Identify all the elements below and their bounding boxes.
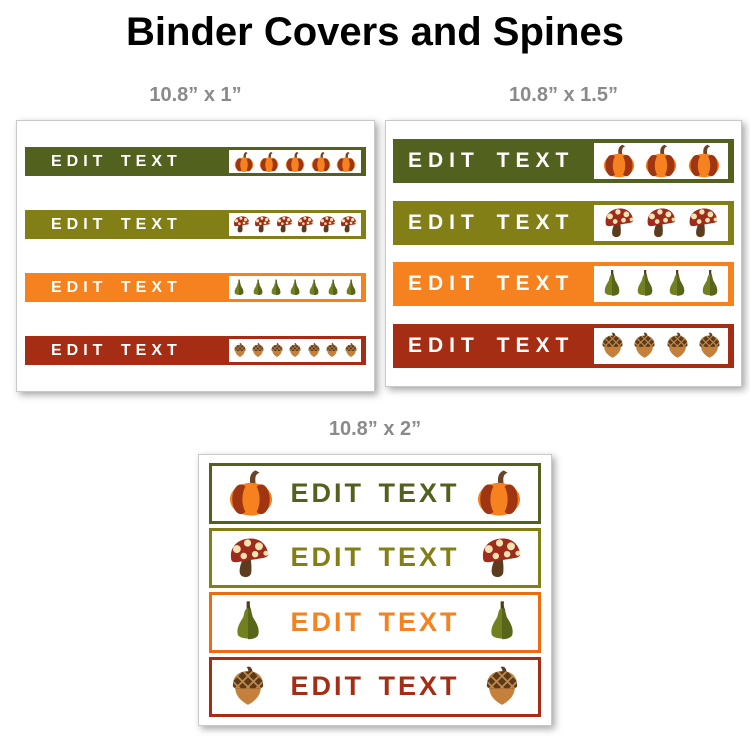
strip-edit-text[interactable]: EDIT TEXT	[51, 278, 182, 296]
pear-icon	[480, 597, 524, 647]
pear-icon	[662, 267, 692, 301]
icon-strip	[594, 266, 728, 303]
page-title: Binder Covers and Spines	[126, 10, 624, 54]
acorn-icon	[663, 331, 692, 361]
binder-strip-mushroom[interactable]: EDIT TEXT	[393, 200, 734, 245]
binder-strip-pear[interactable]: EDIT TEXT	[209, 592, 541, 653]
acorn-icon	[343, 342, 359, 359]
binder-strip-acorn[interactable]: EDIT TEXT	[209, 656, 541, 717]
acorn-icon	[232, 342, 248, 359]
strip-edit-text[interactable]: EDIT TEXT	[408, 210, 575, 234]
pumpkin-icon	[226, 468, 276, 518]
strip-edit-text[interactable]: EDIT TEXT	[290, 542, 460, 573]
acorn-icon	[250, 342, 266, 359]
strip-edit-text[interactable]: EDIT TEXT	[290, 671, 460, 702]
pumpkin-icon	[284, 151, 306, 173]
mushroom-icon	[339, 215, 358, 234]
pear-icon	[249, 278, 267, 298]
panel-size-label-2in: 10.8” x 2”	[328, 418, 422, 440]
pear-icon	[324, 278, 342, 298]
mushroom-icon	[644, 206, 678, 240]
icon-strip	[229, 339, 361, 362]
strip-edit-text[interactable]: EDIT TEXT	[290, 606, 460, 637]
icon-strip	[229, 276, 361, 299]
acorn-icon	[287, 342, 303, 359]
pumpkin-icon	[686, 143, 722, 179]
pumpkin-icon	[335, 151, 357, 173]
pumpkin-icon	[601, 143, 637, 179]
pumpkin-icon	[474, 468, 524, 518]
panel-size-label-1in: 10.8” x 1”	[149, 84, 242, 106]
panel-card-1in: EDIT TEXT EDIT TEXT EDIT TEXT EDIT TEXT	[16, 120, 375, 392]
binder-strip-pumpkin[interactable]: EDIT TEXT	[393, 139, 734, 183]
acorn-icon	[306, 342, 322, 359]
strip-edit-text[interactable]: EDIT TEXT	[51, 215, 182, 233]
pear-icon	[267, 278, 285, 298]
binder-strip-pear[interactable]: EDIT TEXT	[393, 262, 734, 307]
mushroom-icon	[318, 215, 337, 234]
mushroom-icon	[478, 535, 524, 581]
binder-strip-mushroom[interactable]: EDIT TEXT	[25, 210, 366, 239]
icon-strip	[229, 150, 361, 173]
panel-card-2in: EDIT TEXT EDIT TEXT EDIT TEXT EDIT TEXT	[198, 454, 552, 726]
acorn-icon	[598, 331, 627, 361]
pear-icon	[305, 278, 323, 298]
pear-icon	[342, 278, 360, 298]
mushroom-icon	[232, 215, 251, 234]
acorn-icon	[324, 342, 340, 359]
mushroom-icon	[275, 215, 294, 234]
pumpkin-icon	[258, 151, 280, 173]
acorn-icon	[269, 342, 285, 359]
binder-strip-pumpkin[interactable]: EDIT TEXT	[25, 147, 366, 176]
strip-edit-text[interactable]: EDIT TEXT	[408, 149, 575, 172]
pumpkin-icon	[643, 143, 679, 179]
strip-edit-text[interactable]: EDIT TEXT	[408, 272, 575, 296]
pear-icon	[597, 267, 627, 301]
mushroom-icon	[253, 215, 272, 234]
strip-edit-text[interactable]: EDIT TEXT	[408, 333, 575, 357]
pear-icon	[226, 597, 270, 647]
pumpkin-icon	[310, 151, 332, 173]
pumpkin-icon	[233, 151, 255, 173]
binder-strip-pear[interactable]: EDIT TEXT	[25, 273, 366, 302]
mushroom-icon	[602, 206, 636, 240]
mushroom-icon	[226, 535, 272, 581]
binder-strip-acorn[interactable]: EDIT TEXT	[25, 336, 366, 365]
icon-strip	[229, 213, 361, 236]
binder-strip-mushroom[interactable]: EDIT TEXT	[209, 527, 541, 588]
acorn-icon	[226, 664, 270, 710]
acorn-icon	[630, 331, 659, 361]
mushroom-icon	[686, 206, 720, 240]
icon-strip	[594, 204, 728, 241]
pear-icon	[230, 278, 248, 298]
pear-icon	[630, 267, 660, 301]
pear-icon	[695, 267, 725, 301]
strip-edit-text[interactable]: EDIT TEXT	[51, 152, 182, 170]
strip-edit-text[interactable]: EDIT TEXT	[290, 477, 460, 508]
binder-strip-pumpkin[interactable]: EDIT TEXT	[209, 463, 541, 524]
mushroom-icon	[296, 215, 315, 234]
panel-card-1-5in: EDIT TEXT EDIT TEXT EDIT TEXT EDIT TEXT	[385, 120, 742, 387]
pear-icon	[286, 278, 304, 298]
icon-strip	[594, 143, 728, 179]
acorn-icon	[480, 664, 524, 710]
acorn-icon	[695, 331, 724, 361]
panel-size-label-1-5in: 10.8” x 1.5”	[509, 84, 618, 106]
binder-strip-acorn[interactable]: EDIT TEXT	[393, 323, 734, 368]
icon-strip	[594, 327, 728, 364]
strip-edit-text[interactable]: EDIT TEXT	[51, 341, 182, 359]
